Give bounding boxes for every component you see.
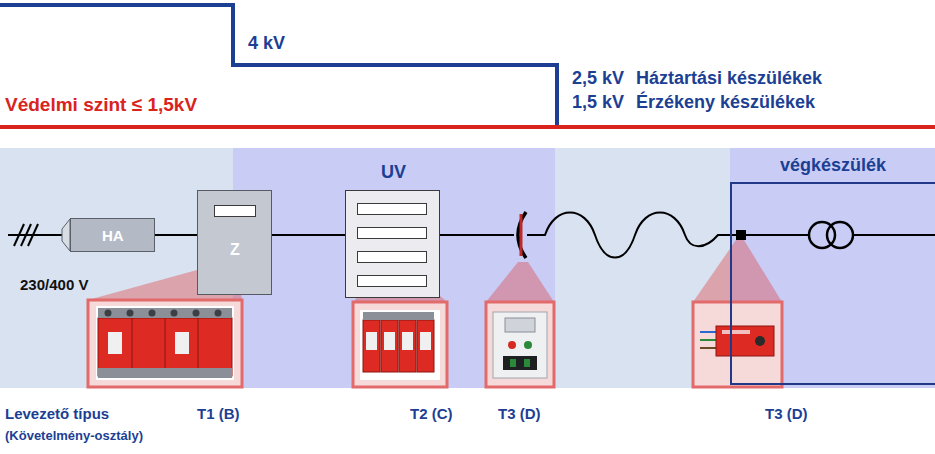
arrester-type-label: T3 (D) (498, 405, 541, 422)
photo-frame (353, 302, 447, 387)
end-device-zone: végkészülék (730, 182, 935, 385)
device-class-label: Háztartási készülékek (636, 68, 822, 89)
zone-heading: végkészülék (780, 155, 886, 176)
meter-box: Z (197, 190, 272, 295)
photo-frame (486, 302, 554, 387)
leader-wedge (486, 262, 554, 302)
photo-frame (693, 302, 782, 387)
t1-arrester-picture (96, 306, 234, 380)
voltage-label: 2,5 kV (572, 68, 624, 89)
wire-connector (155, 235, 197, 236)
photo-frame (88, 300, 242, 387)
socket-symbol (518, 212, 526, 258)
protection-level-line (0, 125, 935, 129)
connection-point (736, 230, 746, 240)
protection-level-label: Védelmi szint ≤ 1,5kV (5, 94, 197, 116)
distribution-board: UV (345, 190, 440, 298)
arrester-type-label: T1 (B) (197, 405, 240, 422)
leader-wedge (693, 240, 782, 302)
cable-coil-symbol (527, 213, 740, 258)
module-slot (357, 227, 427, 239)
voltage-label: 1,5 kV (572, 92, 624, 113)
t2-arrester-picture (360, 310, 440, 380)
zone-band (233, 148, 555, 388)
wire-line (155, 234, 197, 236)
voltage-step-line (0, 5, 557, 127)
wire-line (272, 234, 345, 236)
device-class-label: Érzékeny készülékek (636, 92, 815, 113)
requirement-class-label: (Követelmény-osztály) (5, 428, 143, 443)
module-slot (357, 275, 427, 287)
module-slot (357, 203, 427, 215)
t3-module-picture (700, 326, 774, 356)
arrester-type-label: T3 (D) (765, 405, 808, 422)
voltage-label: 4 kV (248, 33, 285, 54)
zone-heading: UV (381, 162, 406, 183)
cable-head-box: HA (70, 218, 155, 252)
box-label: HA (102, 227, 124, 244)
wire-connector (272, 235, 345, 236)
mains-voltage-label: 230/400 V (20, 276, 88, 293)
arrester-type-label: Levezető típus (5, 405, 109, 422)
module-slot (214, 205, 256, 217)
t3-socket-picture (493, 312, 547, 378)
arrester-type-label: T2 (C) (410, 405, 453, 422)
module-slot (357, 251, 427, 263)
transformer-symbol (746, 222, 935, 248)
box-label: Z (230, 241, 240, 259)
